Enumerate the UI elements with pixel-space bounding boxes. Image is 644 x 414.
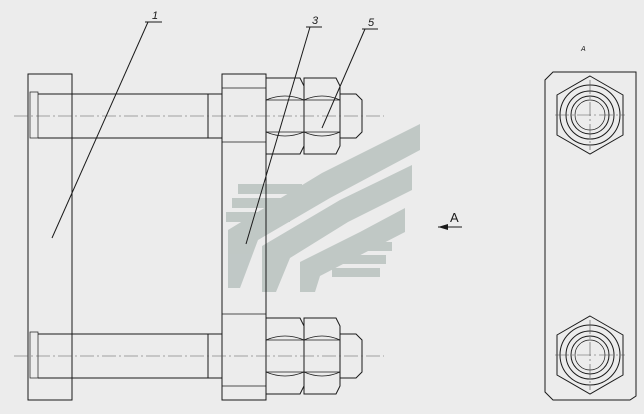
view-a-nut-lower xyxy=(555,315,625,395)
callout-3: 3 xyxy=(245,15,322,245)
view-a-nut-upper xyxy=(555,75,625,155)
view-title: A xyxy=(580,46,586,53)
part-3-bar xyxy=(221,73,267,401)
view-arrow-a: A xyxy=(438,210,462,230)
callout-label-5: 5 xyxy=(368,17,375,29)
view-arrow-label: A xyxy=(450,210,459,225)
callout-label-1: 1 xyxy=(152,10,158,22)
callout-5: 5 xyxy=(321,17,378,129)
part-5-nuts-upper xyxy=(265,77,363,155)
callout-label-3: 3 xyxy=(312,15,319,27)
watermark-logo xyxy=(226,124,420,292)
callout-1: 1 xyxy=(51,10,162,239)
part-5-nuts-lower xyxy=(265,317,363,395)
view-a-plate xyxy=(544,71,637,401)
part-1-plate xyxy=(27,73,73,401)
